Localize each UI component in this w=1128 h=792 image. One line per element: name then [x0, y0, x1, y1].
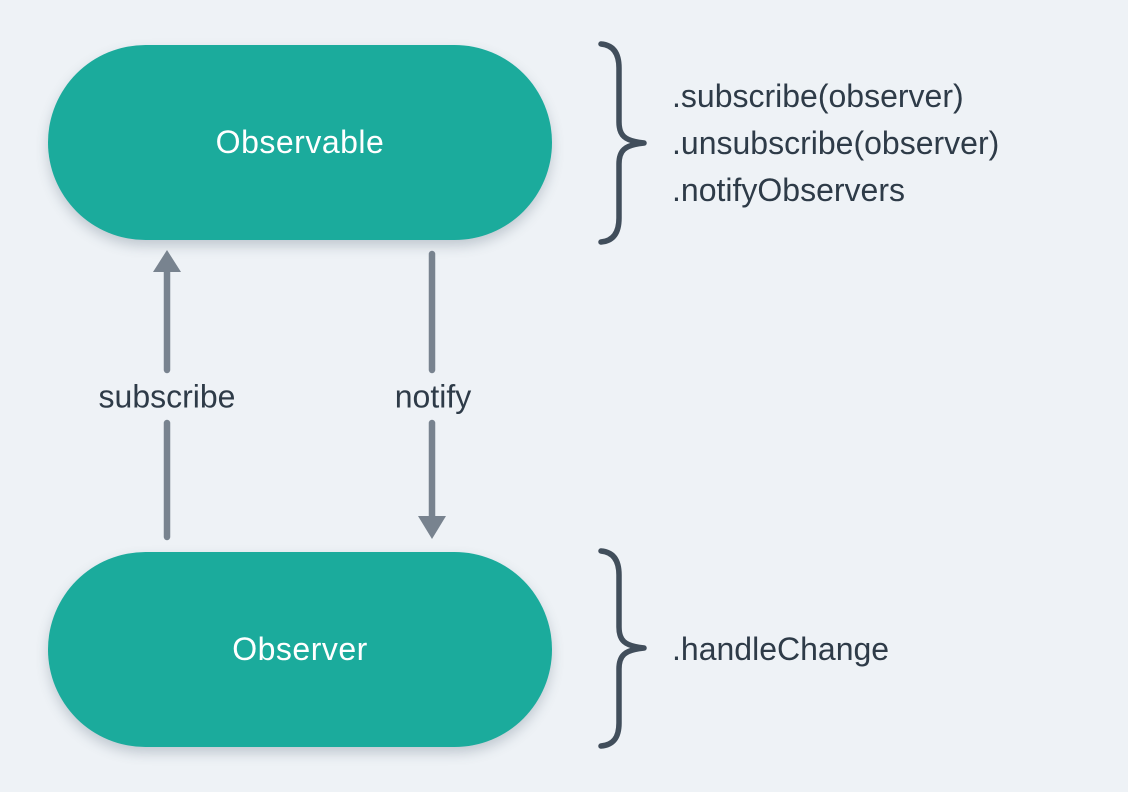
method-handle-change: .handleChange [672, 631, 890, 667]
method-unsubscribe: .unsubscribe(observer) [672, 125, 1000, 161]
method-subscribe: .subscribe(observer) [672, 78, 964, 114]
edge-label-subscribe: subscribe [98, 378, 236, 415]
node-observer: Observer [48, 552, 552, 747]
node-observable: Observable [48, 45, 552, 240]
node-observable-label: Observable [215, 124, 385, 160]
observer-methods-list: .handleChange [672, 626, 889, 673]
node-observer-label: Observer [232, 631, 368, 667]
method-notify-observers: .notifyObservers [672, 172, 905, 208]
observer-brace-icon [598, 548, 647, 749]
edge-label-notify: notify [394, 378, 472, 415]
observable-methods-list: .subscribe(observer) .unsubscribe(observ… [672, 73, 999, 214]
subscribe-arrowhead-icon [153, 250, 181, 272]
notify-arrowhead-icon [418, 516, 446, 539]
observable-brace-icon [598, 41, 647, 245]
